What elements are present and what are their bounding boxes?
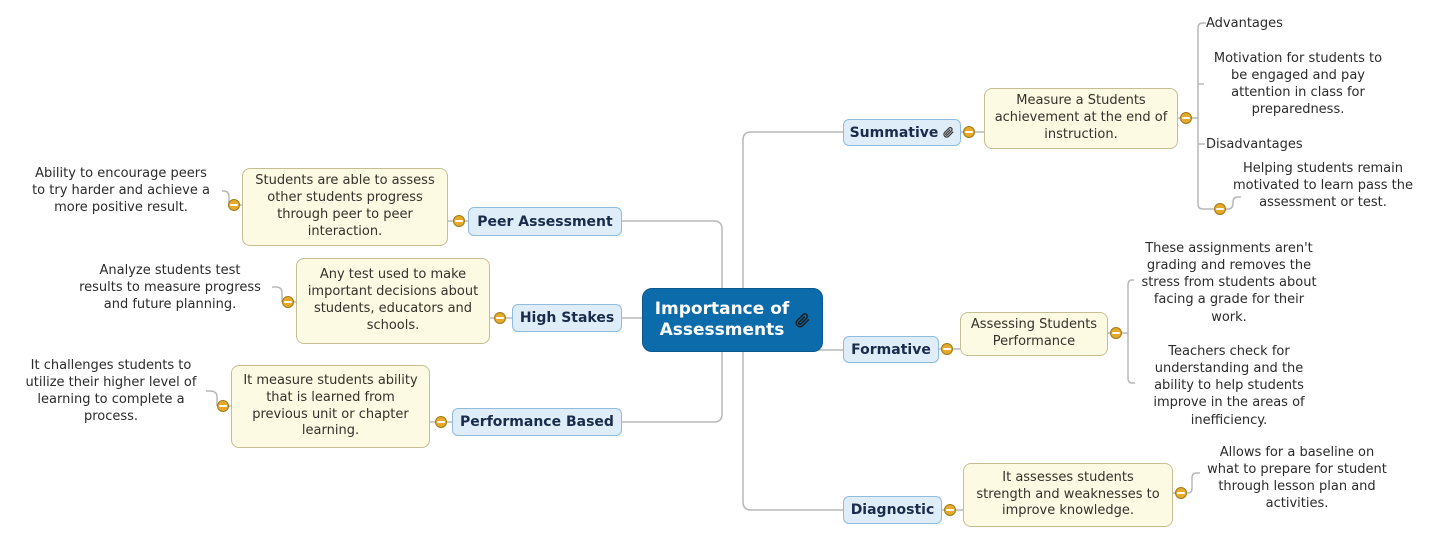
collapse-handle[interactable]	[217, 400, 229, 412]
root-node[interactable]: Importance of Assessments	[642, 288, 823, 352]
collapse-handle[interactable]	[228, 199, 240, 211]
collapse-handle[interactable]	[1180, 112, 1192, 124]
collapse-handle[interactable]	[282, 296, 294, 308]
node-formative-point2[interactable]: Teachers check for understanding and the…	[1153, 344, 1305, 428]
topic-label: Peer Assessment	[477, 213, 613, 230]
collapse-handle[interactable]	[1214, 203, 1226, 215]
node-disadvantages-label[interactable]: Disadvantages	[1206, 137, 1303, 152]
paperclip-icon	[943, 127, 954, 138]
node-peer-topic[interactable]: Peer Assessment	[468, 207, 622, 236]
paperclip-icon	[795, 312, 810, 327]
node-highstakes-detail[interactable]: Analyze students test results to measure…	[79, 263, 261, 313]
collapse-handle[interactable]	[941, 343, 953, 355]
node-performance-detail[interactable]: It challenges students to utilize their …	[25, 358, 197, 425]
topic-label: Formative	[851, 341, 931, 358]
node-formative-topic[interactable]: Formative	[843, 336, 939, 363]
node-peer-detail[interactable]: Ability to encourage peers to try harder…	[32, 166, 210, 216]
node-diagnostic-point1[interactable]: Allows for a baseline on what to prepare…	[1207, 445, 1387, 512]
node-performance-note[interactable]: It measure students ability that is lear…	[231, 365, 430, 448]
node-summative-note[interactable]: Measure a Students achievement at the en…	[984, 88, 1178, 149]
node-highstakes-note[interactable]: Any test used to make important decision…	[296, 258, 490, 344]
node-performance-topic[interactable]: Performance Based	[452, 408, 622, 436]
node-peer-note[interactable]: Students are able to assess other studen…	[242, 168, 448, 246]
node-advantages-label[interactable]: Advantages	[1206, 16, 1283, 31]
topic-label: Performance Based	[460, 414, 614, 430]
node-formative-point1[interactable]: These assignments aren't grading and rem…	[1141, 241, 1317, 325]
topic-label: Summative	[849, 124, 939, 141]
node-formative-note[interactable]: Assessing Students Performance	[960, 312, 1108, 356]
collapse-handle[interactable]	[494, 312, 506, 324]
collapse-handle[interactable]	[1175, 487, 1187, 499]
node-diagnostic-note[interactable]: It assesses students strength and weakne…	[963, 463, 1173, 527]
collapse-handle[interactable]	[1110, 327, 1122, 339]
collapse-handle[interactable]	[453, 215, 465, 227]
topic-label: Diagnostic	[850, 502, 935, 518]
collapse-handle[interactable]	[963, 126, 975, 138]
collapse-handles	[217, 112, 1226, 516]
root-label: Importance of Assessments	[654, 298, 790, 340]
collapse-handle[interactable]	[435, 416, 447, 428]
node-advantages-detail[interactable]: Motivation for students to be engaged an…	[1213, 51, 1383, 118]
node-highstakes-topic[interactable]: High Stakes	[512, 304, 622, 332]
collapse-handle[interactable]	[944, 504, 956, 516]
node-disadvantages-detail[interactable]: Helping students remain motivated to lea…	[1233, 161, 1413, 211]
node-summative-topic[interactable]: Summative	[843, 119, 961, 146]
node-diagnostic-topic[interactable]: Diagnostic	[843, 496, 942, 524]
topic-label: High Stakes	[519, 310, 615, 326]
